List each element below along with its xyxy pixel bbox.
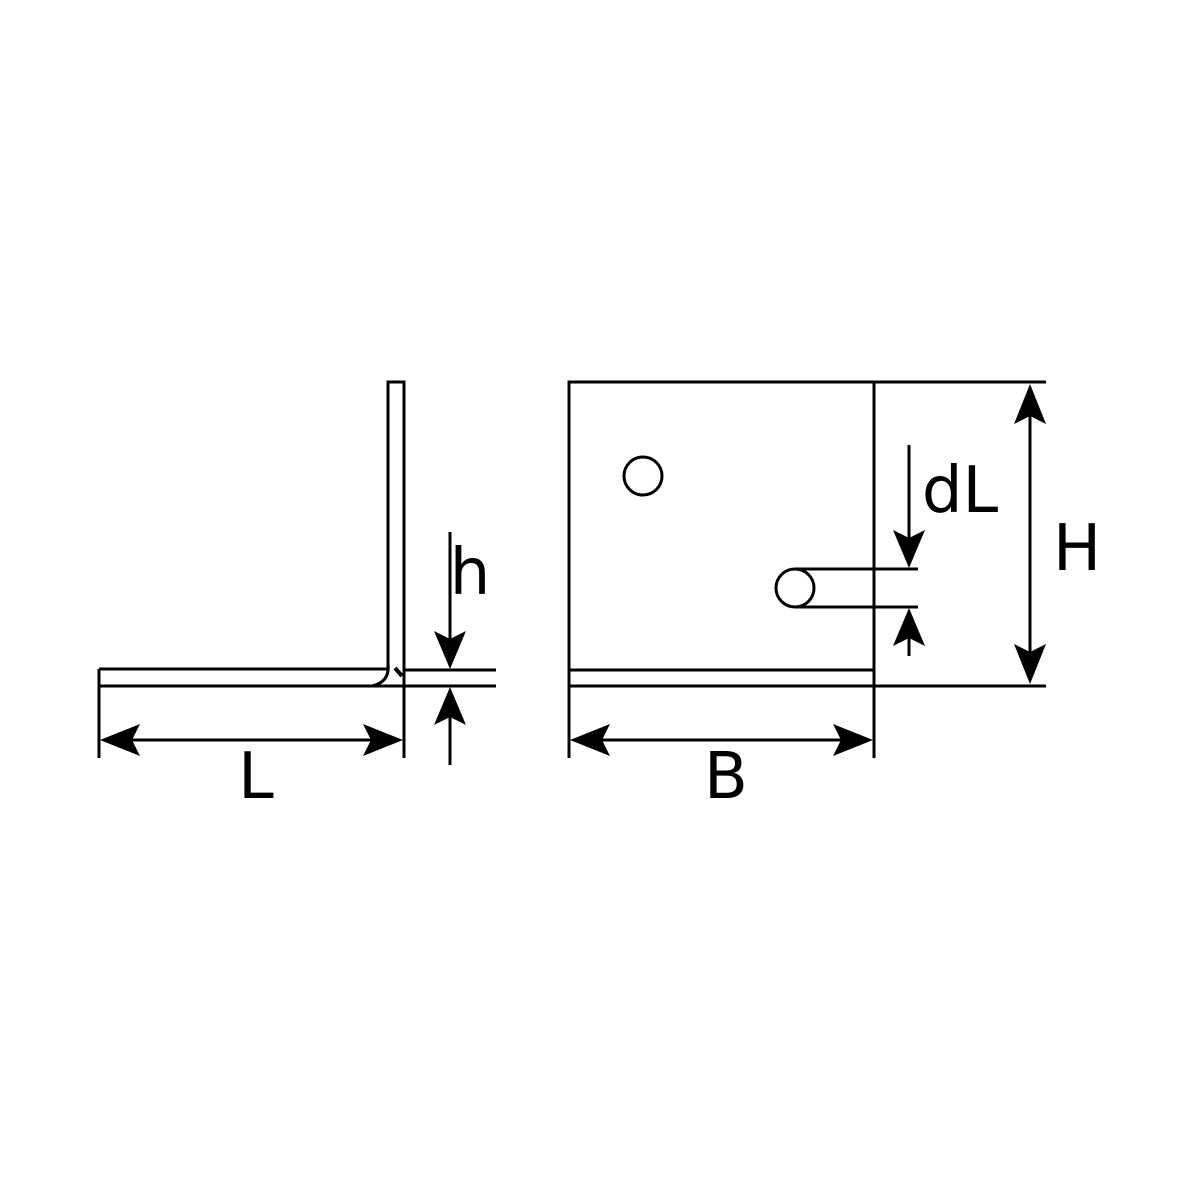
- hole-lower: [774, 567, 816, 609]
- dim-dL-arrow-top: [893, 530, 925, 568]
- side-view: L h: [97, 380, 496, 814]
- side-vertical-leg: [386, 380, 406, 686]
- dim-L-arrow-left: [100, 724, 140, 756]
- dim-dL-label: dL: [922, 454, 999, 528]
- dim-B-label: B: [704, 740, 748, 814]
- side-bend-mark: [393, 666, 404, 678]
- dim-h-arrow-bottom: [434, 687, 466, 725]
- dim-B-arrow-right: [833, 724, 873, 756]
- dim-h-label: h: [450, 536, 491, 610]
- front-view: B dL H: [567, 380, 1101, 814]
- dim-H-arrow-bottom: [1014, 644, 1046, 684]
- side-horizontal-leg: [97, 667, 404, 688]
- dim-B-arrow-left: [570, 724, 610, 756]
- dim-L-arrow-right: [363, 724, 403, 756]
- dim-H-arrow-top: [1014, 384, 1046, 424]
- dim-H-label: H: [1053, 512, 1101, 586]
- dim-L-label: L: [238, 740, 274, 814]
- hole-upper: [622, 455, 664, 497]
- front-plate-outline: [567, 380, 876, 688]
- dim-h-arrow-top: [434, 631, 466, 669]
- side-bend-fillet: [371, 663, 390, 688]
- dim-dL-arrow-bottom: [893, 608, 925, 646]
